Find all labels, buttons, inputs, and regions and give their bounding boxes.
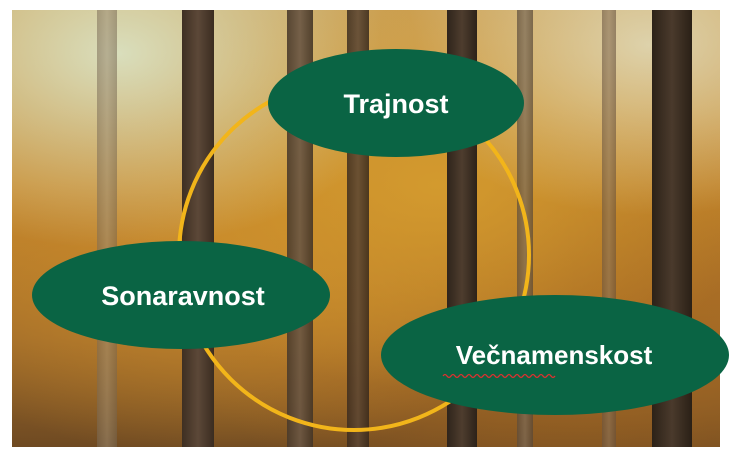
node-sonaravnost-label: Sonaravnost: [101, 281, 265, 311]
node-vecnamenskost-ellipse: [381, 295, 729, 415]
tree-trunk: [182, 10, 214, 447]
node-trajnost: Trajnost: [268, 49, 524, 157]
node-vecnamenskost: Večnamenskost: [381, 295, 729, 415]
node-vecnamenskost-label: Večnamenskost: [456, 340, 653, 370]
node-sonaravnost: Sonaravnost: [32, 241, 330, 349]
spellcheck-underline: [442, 373, 556, 379]
node-trajnost-label: Trajnost: [343, 89, 448, 119]
node-sonaravnost-ellipse: [32, 241, 330, 349]
node-trajnost-ellipse: [268, 49, 524, 157]
